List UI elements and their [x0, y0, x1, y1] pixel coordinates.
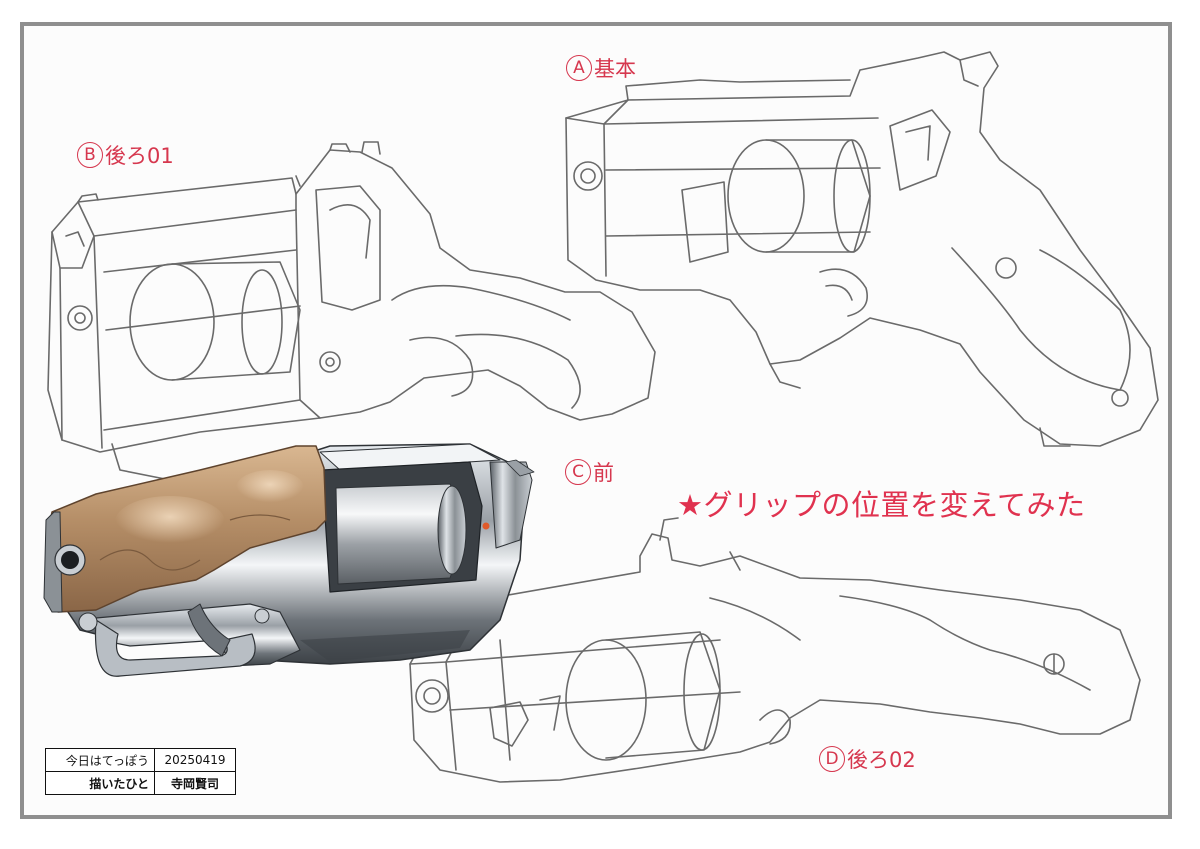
stamp-row-artist: 描いたひと 寺岡賢司	[45, 771, 236, 795]
info-stamp: 今日はてっぽう 20250419 描いたひと 寺岡賢司	[45, 748, 236, 795]
stamp-theme-label: 今日はてっぽう	[45, 748, 155, 772]
rendered-revolver-c	[43, 443, 535, 677]
label-c-letter: C	[565, 459, 591, 485]
label-d-letter: D	[819, 746, 845, 772]
label-b-rear01: B 後ろ01	[77, 140, 174, 170]
stamp-date-value: 20250419	[154, 748, 236, 772]
stamp-row-date: 今日はてっぽう 20250419	[45, 748, 236, 772]
stamp-artist-value: 寺岡賢司	[154, 771, 236, 795]
sketch-a-revolver	[565, 51, 1159, 447]
sketch-d-revolver	[409, 517, 1141, 783]
stamp-artist-label: 描いたひと	[45, 771, 155, 795]
label-b-text: 後ろ01	[105, 144, 174, 168]
page-border	[20, 22, 1172, 819]
caption-grip-position: ★グリップの位置を変えてみた	[677, 488, 1086, 522]
label-a-text: 基本	[594, 57, 636, 81]
label-c-text: 前	[593, 461, 614, 485]
label-c-front: C 前	[565, 457, 614, 487]
label-d-rear02: D 後ろ02	[819, 744, 916, 774]
label-a-letter: A	[566, 55, 592, 81]
label-d-text: 後ろ02	[847, 748, 916, 772]
label-a-basic: A 基本	[566, 53, 636, 83]
label-b-letter: B	[77, 142, 103, 168]
sketch-b-revolver	[47, 141, 656, 481]
